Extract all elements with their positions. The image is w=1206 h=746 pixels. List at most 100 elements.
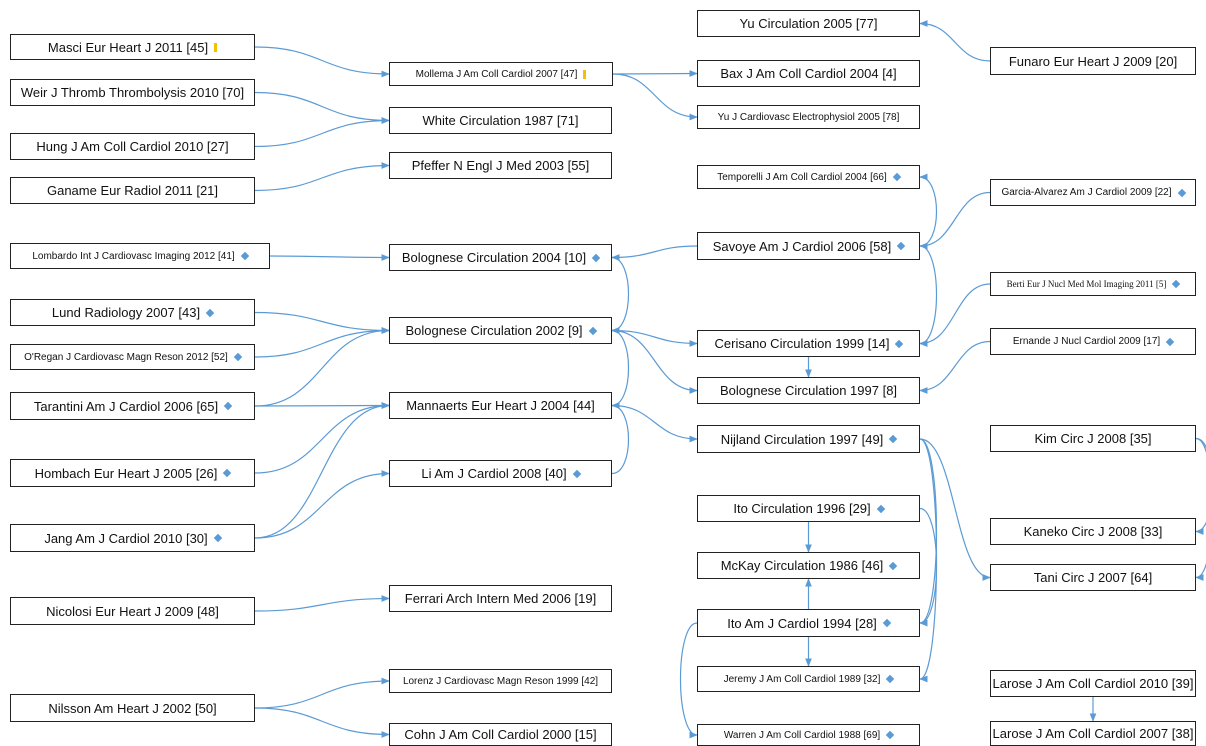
paper-node-tarantini: Tarantini Am J Cardiol 2006 [65] (10, 392, 255, 420)
edge-nilsson-to-lorenz (254, 677, 390, 709)
diamond-marker-icon (240, 251, 249, 261)
bar-marker-icon (583, 69, 587, 79)
edge-mollema-to-bax (612, 70, 698, 77)
paper-label: Hombach Eur Heart J 2005 [26] (34, 465, 218, 481)
paper-label: Temporelli J Am Coll Cardiol 2004 [66] (717, 171, 887, 183)
paper-node-kaneko: Kaneko Circ J 2008 [33] (990, 518, 1196, 545)
paper-label: Lorenz J Cardiovasc Magn Reson 1999 [42] (402, 675, 599, 687)
paper-label: O'Regan J Cardiovasc Magn Reson 2012 [52… (24, 351, 228, 363)
diamond-marker-icon (897, 241, 906, 251)
edge-tarantini-to-bol2002 (254, 327, 390, 407)
edge-oregan-to-bol2002 (254, 327, 390, 358)
paper-node-ito1994: Ito Am J Cardiol 1994 [28] (697, 609, 920, 637)
paper-label: Kaneko Circ J 2008 [33] (1023, 524, 1163, 539)
paper-node-cerisano: Cerisano Circulation 1999 [14] (697, 330, 920, 357)
paper-label: Yu Circulation 2005 [77] (739, 16, 878, 31)
edge-berti-to-cerisano (919, 283, 991, 347)
diamond-marker-icon (1177, 188, 1186, 197)
paper-label: White Circulation 1987 [71] (422, 113, 579, 128)
paper-node-nicolosi: Nicolosi Eur Heart J 2009 [48] (10, 597, 255, 625)
diamond-marker-icon (876, 504, 885, 513)
paper-label: Nijland Circulation 1997 [49] (720, 431, 884, 447)
diamond-marker-icon (591, 253, 601, 262)
paper-label: Mollema J Am Coll Cardiol 2007 [47] (415, 68, 578, 80)
paper-node-jeremy: Jeremy J Am Coll Cardiol 1989 [32] (697, 666, 920, 692)
paper-label: Tani Circ J 2007 [64] (1033, 570, 1153, 585)
diamond-marker-icon (223, 401, 233, 411)
diamond-marker-icon (233, 352, 243, 362)
paper-node-warren: Warren J Am Coll Cardiol 1988 [69] (697, 724, 920, 746)
diamond-marker-icon (205, 308, 215, 317)
diamond-marker-icon (213, 533, 222, 543)
edge-nilsson-to-cohn (254, 707, 390, 738)
paper-label: Weir J Thromb Thrombolysis 2010 [70] (20, 85, 245, 100)
paper-label: Garcia-Alvarez Am J Cardiol 2009 [22] (1001, 187, 1172, 198)
paper-node-bol2002: Bolognese Circulation 2002 [9] (389, 317, 612, 344)
diamond-marker-icon (1165, 337, 1175, 346)
paper-node-cohn: Cohn J Am Coll Cardiol 2000 [15] (389, 723, 612, 746)
paper-label: Li Am J Cardiol 2008 [40] (421, 466, 567, 481)
paper-label: Ferrari Arch Intern Med 2006 [19] (404, 591, 597, 606)
edge-mannaerts-to-bol2002 (611, 327, 629, 407)
edge-lombardo-to-bol2004 (269, 254, 390, 261)
paper-node-pfeffer: Pfeffer N Engl J Med 2003 [55] (389, 152, 612, 179)
paper-label: Funaro Eur Heart J 2009 [20] (1008, 53, 1178, 69)
paper-node-tani: Tani Circ J 2007 [64] (990, 564, 1196, 591)
paper-node-kim: Kim Circ J 2008 [35] (990, 425, 1196, 452)
paper-node-funaro: Funaro Eur Heart J 2009 [20] (990, 47, 1196, 75)
edge-ganame-to-pfeffer (254, 162, 390, 192)
diamond-marker-icon (1172, 279, 1181, 289)
paper-label: Ganame Eur Radiol 2011 [21] (46, 183, 219, 198)
paper-node-bol1997: Bolognese Circulation 1997 [8] (697, 377, 920, 404)
edge-ernande-to-bol1997 (919, 340, 991, 394)
paper-label: Ernande J Nucl Cardiol 2009 [17] (1012, 336, 1161, 347)
paper-label: Larose J Am Coll Cardiol 2010 [39] (992, 676, 1194, 691)
paper-node-hombach: Hombach Eur Heart J 2005 [26] (10, 459, 255, 487)
edge-funaro-to-yu-circ (919, 20, 991, 62)
paper-label: Cerisano Circulation 1999 [14] (714, 336, 890, 351)
bar-marker-icon (214, 42, 218, 52)
edge-lund-to-bol2002 (254, 311, 390, 334)
diamond-marker-icon (895, 339, 904, 348)
paper-node-ito1996: Ito Circulation 1996 [29] (697, 495, 920, 522)
paper-node-bax: Bax J Am Coll Cardiol 2004 [4] (697, 60, 920, 87)
paper-label: Bolognese Circulation 2004 [10] (401, 250, 587, 265)
paper-label: Bolognese Circulation 2002 [9] (405, 323, 583, 338)
edge-jang-to-mannaerts (254, 402, 390, 539)
paper-node-bol2004: Bolognese Circulation 2004 [10] (389, 244, 612, 271)
paper-node-nijland: Nijland Circulation 1997 [49] (697, 425, 920, 453)
paper-label: Pfeffer N Engl J Med 2003 [55] (411, 158, 590, 173)
edge-savoye-to-cerisano (919, 245, 938, 347)
paper-node-weir: Weir J Thromb Thrombolysis 2010 [70] (10, 79, 255, 106)
diamond-marker-icon (882, 618, 892, 628)
edge-bol2002-to-cerisano (611, 329, 698, 347)
paper-node-mollema: Mollema J Am Coll Cardiol 2007 [47] (389, 62, 613, 86)
paper-node-yu-circ: Yu Circulation 2005 [77] (697, 10, 920, 37)
paper-label: Berti Eur J Nucl Med Mol Imaging 2011 [5… (1006, 279, 1167, 289)
paper-node-mckay: McKay Circulation 1986 [46] (697, 552, 920, 579)
paper-node-lorenz: Lorenz J Cardiovasc Magn Reson 1999 [42] (389, 669, 612, 693)
diamond-marker-icon (889, 561, 898, 570)
paper-label: Yu J Cardiovasc Electrophysiol 2005 [78] (717, 111, 900, 123)
edge-tarantini-to-mannaerts (254, 402, 390, 409)
paper-label: Mannaerts Eur Heart J 2004 [44] (406, 398, 595, 413)
edge-hombach-to-mannaerts (254, 402, 390, 474)
paper-node-larose2007: Larose J Am Coll Cardiol 2007 [38] (990, 721, 1196, 746)
diamond-marker-icon (889, 434, 898, 444)
edge-mannaerts-to-nijland (611, 404, 698, 443)
edge-hung-to-white (254, 117, 390, 148)
paper-node-hung: Hung J Am Coll Cardiol 2010 [27] (10, 133, 255, 160)
paper-label: Tarantini Am J Cardiol 2006 [65] (33, 398, 219, 414)
paper-node-ganame: Ganame Eur Radiol 2011 [21] (10, 177, 255, 204)
edge-bol2004-to-bol2002 (611, 256, 629, 334)
paper-node-lombardo: Lombardo Int J Cardiovasc Imaging 2012 [… (10, 243, 270, 269)
paper-node-mannaerts: Mannaerts Eur Heart J 2004 [44] (389, 392, 612, 419)
paper-node-masci: Masci Eur Heart J 2011 [45] (10, 34, 255, 60)
paper-label: Kim Circ J 2008 [35] (1034, 431, 1152, 446)
edge-ito1996-to-ito1994 (919, 507, 938, 627)
edge-bol2002-to-bol1997 (611, 329, 698, 394)
edge-savoye-to-bol2004 (611, 245, 698, 261)
paper-node-berti: Berti Eur J Nucl Med Mol Imaging 2011 [5… (990, 272, 1196, 296)
paper-label: Jang Am J Cardiol 2010 [30] (44, 530, 208, 546)
paper-label: Hung J Am Coll Cardiol 2010 [27] (36, 139, 229, 154)
